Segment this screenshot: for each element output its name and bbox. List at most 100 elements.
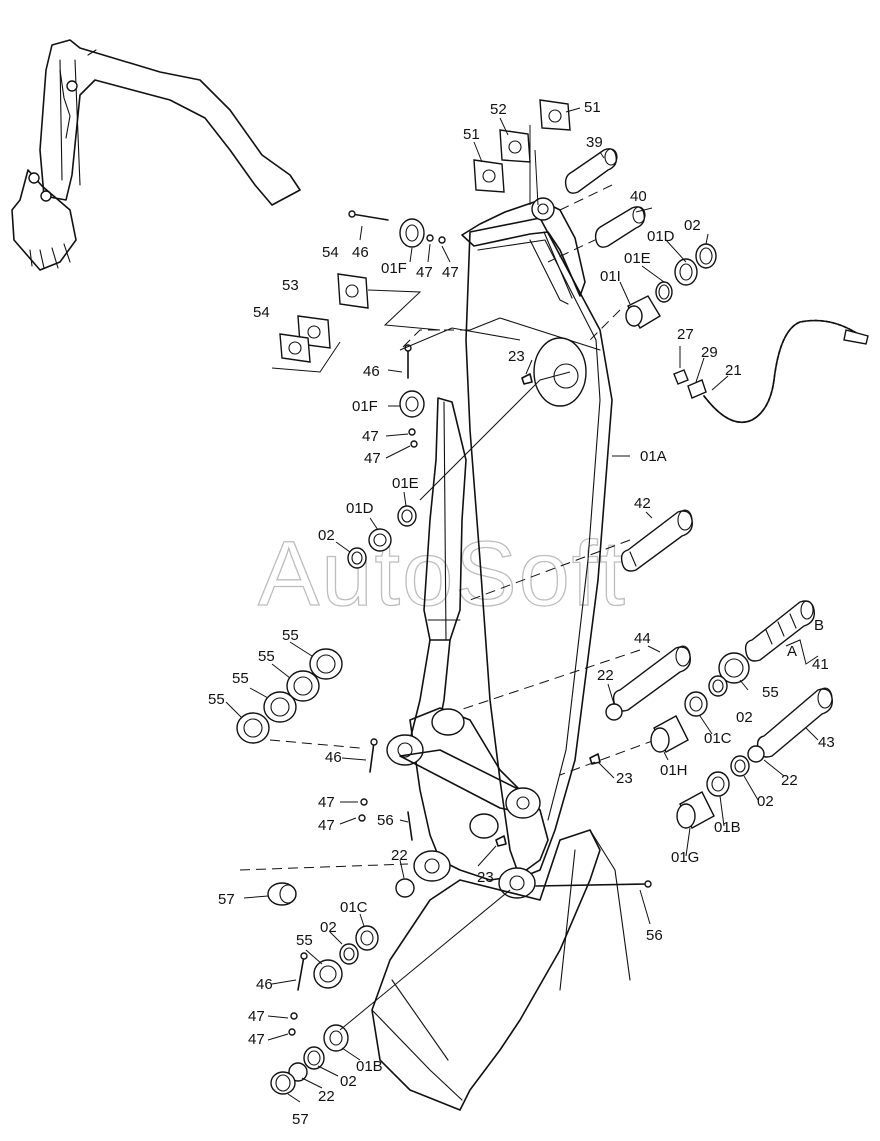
callout-22-bottom: 22 (318, 1088, 335, 1105)
callout-01F-mid: 01F (352, 398, 378, 415)
washer-55-l2 (286, 670, 320, 702)
bushing-01F-mid (399, 390, 425, 418)
callout-57-lower: 57 (292, 1111, 309, 1128)
pin-39 (564, 148, 618, 194)
callout-41: 41 (812, 656, 829, 673)
callout-22-left: 22 (391, 847, 408, 864)
seal-01C-l (355, 925, 379, 951)
washer-55-l1 (309, 648, 343, 680)
callout-46-top: 46 (352, 244, 369, 261)
callout-21: 21 (725, 362, 742, 379)
shim-plates-51-52 (473, 99, 571, 206)
seal-01D-mid (368, 528, 392, 552)
callout-01E-mid: 01E (392, 475, 419, 492)
pin-43 (756, 687, 833, 758)
callout-27: 27 (677, 326, 694, 343)
callout-01D-top: 01D (647, 228, 675, 245)
callout-47-low-a: 47 (318, 794, 335, 811)
cap-22-l (395, 878, 415, 898)
callout-02-left-a: 02 (320, 919, 337, 936)
callout-55-left-e: 55 (296, 932, 313, 949)
ring-01E-mid (397, 505, 417, 527)
pin-40 (594, 206, 646, 248)
callout-02-right-b: 02 (757, 793, 774, 810)
callout-51-upper: 51 (584, 99, 601, 116)
callout-01B-right: 01B (714, 819, 741, 836)
callout-A: A (787, 643, 797, 660)
pin-56-right (535, 880, 652, 888)
callout-02-left-b: 02 (340, 1073, 357, 1090)
callout-23-top: 23 (508, 348, 525, 365)
callout-54-lower: 54 (253, 304, 270, 321)
callout-01B-left: 01B (356, 1058, 383, 1075)
pin-41 (744, 600, 815, 662)
seal-01B-l (323, 1024, 349, 1052)
callout-55-left-c: 55 (232, 670, 249, 687)
callout-46-bottom: 46 (256, 976, 273, 993)
watermark-text: AutoSoft (258, 523, 627, 625)
callout-22-right-a: 22 (597, 667, 614, 684)
callout-47-mid-b: 47 (364, 450, 381, 467)
pin-42 (620, 509, 693, 572)
callout-47-mid-a: 47 (362, 428, 379, 445)
callout-55-left-d: 55 (208, 691, 225, 708)
callout-55-right: 55 (762, 684, 779, 701)
washer-55-r (718, 652, 750, 684)
alignment-lines (239, 184, 656, 871)
callout-56-right: 56 (646, 927, 663, 944)
callout-02-top: 02 (684, 217, 701, 234)
leader-lines (225, 107, 819, 1103)
callout-43: 43 (818, 734, 835, 751)
washer-55-l3 (263, 691, 297, 723)
shim-plate-51-lower (473, 159, 505, 193)
callout-01F-top: 01F (381, 260, 407, 277)
callout-55-left-a: 55 (282, 627, 299, 644)
grease-hose (673, 319, 869, 424)
callout-23-right: 23 (616, 770, 633, 787)
cap-22-r1 (605, 703, 623, 721)
callout-39: 39 (586, 134, 603, 151)
callout-42: 42 (634, 495, 651, 512)
callout-53: 53 (282, 277, 299, 294)
callout-47-bottom-b: 47 (248, 1031, 265, 1048)
callout-44: 44 (634, 630, 651, 647)
callout-47-bottom-a: 47 (248, 1008, 265, 1025)
callout-47-low-b: 47 (318, 817, 335, 834)
pin-44 (612, 645, 691, 712)
callout-B: B (814, 617, 824, 634)
callout-labels: 52 51 51 39 40 01D 02 01E 01I 46 01F 47 … (208, 99, 835, 1128)
washer-55-l4 (236, 712, 270, 744)
cap-57-b (270, 1071, 296, 1095)
seal-01C-r (684, 691, 708, 717)
pin-56-left (407, 811, 413, 841)
callout-01E-top: 01E (624, 250, 651, 267)
bushing-01H (650, 715, 689, 753)
arm-body (371, 197, 631, 1111)
callout-01G: 01G (671, 849, 699, 866)
ring-02-r2 (730, 755, 750, 777)
callout-40: 40 (630, 188, 647, 205)
callout-46-mid: 46 (363, 363, 380, 380)
callout-01H: 01H (660, 762, 688, 779)
ring-02-l1 (339, 943, 359, 965)
callout-22-right-b: 22 (781, 772, 798, 789)
callout-47-top-a: 47 (416, 264, 433, 281)
callout-01C-left: 01C (340, 899, 368, 916)
callout-01C-right: 01C (704, 730, 732, 747)
callout-57-upper: 57 (218, 891, 235, 908)
seal-01B-r (706, 771, 730, 797)
callout-23-low: 23 (477, 869, 494, 886)
cap-22-r2 (747, 745, 765, 763)
pins (407, 148, 833, 888)
bushing-01G (676, 791, 715, 829)
shim-plates-53-54 (271, 273, 441, 373)
callout-02-mid: 02 (318, 527, 335, 544)
callout-55-left-b: 55 (258, 648, 275, 665)
callout-02-right-a: 02 (736, 709, 753, 726)
rings-and-seals (236, 218, 765, 1095)
shim-plate-52 (499, 129, 531, 163)
callout-52: 52 (490, 101, 507, 118)
callout-46-low: 46 (325, 749, 342, 766)
callout-54-upper: 54 (322, 244, 339, 261)
